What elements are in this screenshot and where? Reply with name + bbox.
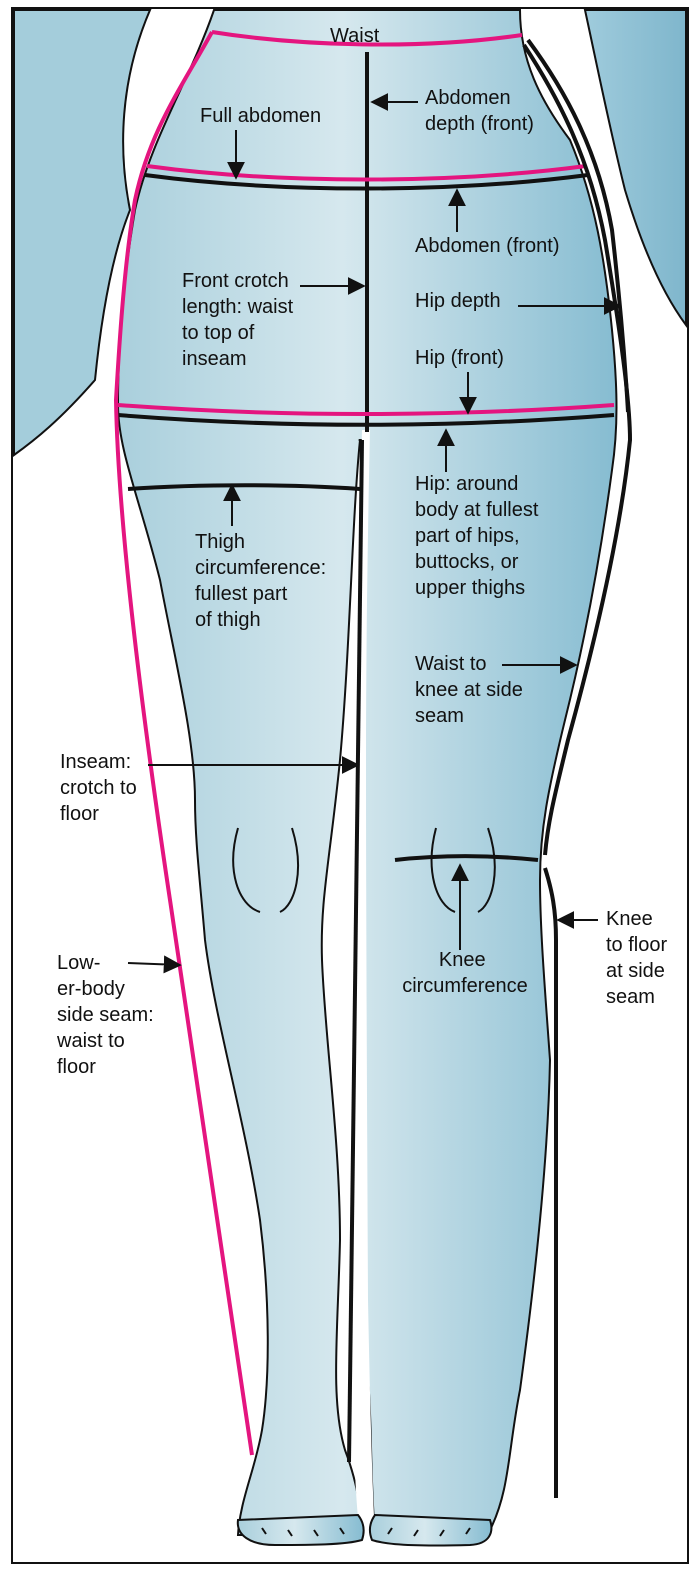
label-full-abdomen: Full abdomen (200, 105, 321, 127)
left-arm (13, 9, 152, 457)
label-hip-front: Hip (front) (415, 347, 504, 369)
label-inseam: Inseam: crotch to floor (60, 751, 142, 825)
label-thigh: Thigh circumference: fullest part of thi… (195, 531, 332, 631)
waist-to-knee-line (522, 43, 633, 856)
left-knee-contour (232, 827, 261, 913)
left-foot (236, 1513, 365, 1547)
hip-line-black (117, 413, 615, 427)
knee-line (394, 854, 539, 862)
label-abdomen-depth: Abdomen depth (front) (425, 87, 534, 135)
left-knee-contour-2 (279, 827, 299, 913)
lower-body-side-seam-line (113, 31, 254, 1456)
knee-to-floor-line (543, 867, 558, 1498)
abdomen-line-pink (146, 164, 587, 182)
label-hip: Hip: around body at fullest part of hips… (415, 473, 544, 599)
right-knee-contour (430, 827, 456, 913)
label-waist: Waist (330, 25, 380, 47)
right-arm (583, 9, 687, 329)
right-knee-contour-2 (477, 827, 496, 913)
label-knee-circumference: Knee circumference (402, 949, 528, 997)
label-waist-to-knee: Waist to knee at side seam (415, 653, 528, 727)
inseam-line (347, 439, 364, 1463)
label-hip-depth: Hip depth (415, 290, 501, 312)
right-foot (368, 1513, 493, 1547)
label-front-crotch: Front crotch length: waist to top of ins… (182, 270, 299, 370)
toe-lines (261, 1527, 471, 1537)
label-abdomen-front: Abdomen (front) (415, 235, 560, 257)
thigh-line (127, 483, 361, 491)
label-knee-to-floor: Knee to floor at side seam (606, 908, 673, 1008)
hip-line-pink (117, 403, 615, 416)
waist-line (211, 30, 523, 47)
pointer-arrows (127, 93, 622, 974)
abdomen-line-black (144, 173, 589, 191)
label-lower-body-side-seam: Low- er-body side seam: waist to floor (56, 952, 159, 1078)
